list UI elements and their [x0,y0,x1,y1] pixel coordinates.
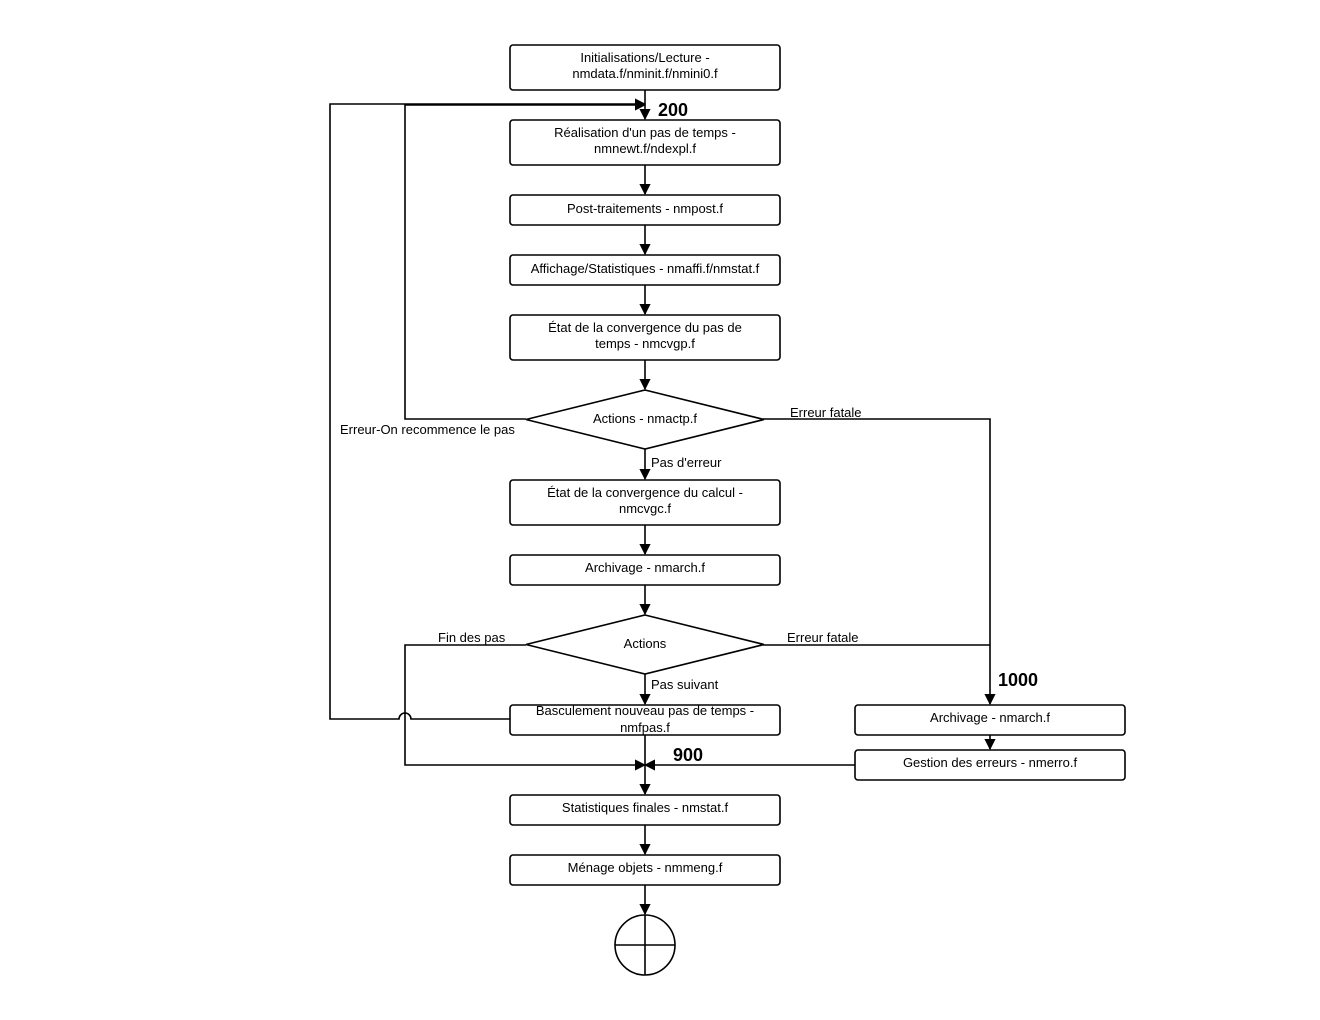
node-fpas-line1: Basculement nouveau pas de temps - [536,703,754,718]
node-post: Post-traitements - nmpost.f [509,194,781,226]
edge-label-fatal-2: Erreur fatale [787,630,859,645]
node-actp: Actions - nmactp.f [525,389,765,450]
node-post-box [509,194,781,226]
node-fpas-box [509,704,781,736]
node-stat-box [509,794,781,826]
node-arch-line1: Archivage - nmarch.f [585,560,705,575]
node-cvgp-box [509,314,781,361]
edge-label-retry: Erreur-On recommence le pas [340,422,515,437]
node-affi-line1: Affichage/Statistiques - nmaffi.f/nmstat… [531,261,760,276]
node-cvgp-line2: temps - nmcvgp.f [595,336,695,351]
node-stat: Statistiques finales - nmstat.f [509,794,781,826]
edge-fatal-error-1 [763,418,996,706]
node-step-box [509,119,781,166]
node-cvgc-line2: nmcvgc.f [619,501,671,516]
node-arch: Archivage - nmarch.f [509,554,781,586]
edge-end-of-steps [404,644,647,771]
node-actions: Actions [525,614,765,675]
edge-label-no-error: Pas d'erreur [651,455,722,470]
node-meng-line1: Ménage objets - nmmeng.f [568,860,723,875]
label-900: 900 [673,745,703,765]
node-fpas-line2: nmfpas.f [620,720,670,735]
node-erro: Gestion des erreurs - nmerro.f [854,749,1126,781]
edge-retry-loop [404,99,647,420]
edge-label-end-steps: Fin des pas [438,630,506,645]
node-post-line1: Post-traitements - nmpost.f [567,201,723,216]
label-1000: 1000 [998,670,1038,690]
node-actions-diamond [525,614,765,675]
end-terminator-icon [614,914,676,976]
node-arch2: Archivage - nmarch.f [854,704,1126,736]
node-init: Initialisations/Lecture - nmdata.f/nmini… [509,44,781,91]
node-fpas: Basculement nouveau pas de temps - nmfpa… [509,703,781,736]
node-arch2-line1: Archivage - nmarch.f [930,710,1050,725]
node-arch-box [509,554,781,586]
node-cvgc-box [509,479,781,526]
node-stat-line1: Statistiques finales - nmstat.f [562,800,729,815]
label-200: 200 [658,100,688,120]
node-arch2-box [854,704,1126,736]
node-step: Réalisation d'un pas de temps - nmnewt.f… [509,119,781,166]
edge-label-next-step: Pas suivant [651,677,719,692]
node-cvgp-line1: État de la convergence du pas de [548,320,742,335]
node-init-line1: Initialisations/Lecture - [580,50,709,65]
node-erro-line1: Gestion des erreurs - nmerro.f [903,755,1078,770]
node-actp-line1: Actions - nmactp.f [593,411,697,426]
edge-next-step-loop [329,98,647,720]
node-cvgp: État de la convergence du pas de temps -… [509,314,781,361]
node-step-line2: nmnewt.f/ndexpl.f [594,141,696,156]
node-actions-line1: Actions [624,636,667,651]
node-erro-box [854,749,1126,781]
node-step-line1: Réalisation d'un pas de temps - [554,125,736,140]
node-actp-diamond [525,389,765,450]
connectors [329,90,996,916]
node-affi: Affichage/Statistiques - nmaffi.f/nmstat… [509,254,781,286]
node-affi-box [509,254,781,286]
node-init-box [509,44,781,91]
node-cvgc: État de la convergence du calcul - nmcvg… [509,479,781,526]
node-init-line2: nmdata.f/nminit.f/nmini0.f [572,66,718,81]
node-meng-box [509,854,781,886]
node-cvgc-line1: État de la convergence du calcul - [547,485,743,500]
node-meng: Ménage objets - nmmeng.f [509,854,781,886]
edge-label-fatal-1: Erreur fatale [790,405,862,420]
